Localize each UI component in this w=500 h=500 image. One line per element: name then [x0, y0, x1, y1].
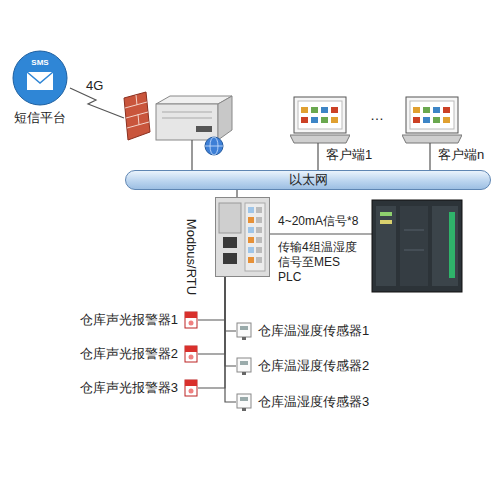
sensor-icon — [236, 322, 252, 340]
sensor-icon — [236, 357, 252, 375]
bus-label: Modbus/RTU — [183, 219, 199, 295]
bus-wire — [198, 277, 225, 388]
alarm-icon — [184, 311, 198, 329]
client-label: 客户端n — [438, 147, 484, 163]
server-wire — [191, 140, 192, 171]
sensor-device: 仓库温湿度传感器1 — [236, 321, 369, 341]
annotation-label: 4G — [86, 78, 103, 94]
sensor-device: 仓库温湿度传感器2 — [236, 356, 369, 376]
annotation-label: 4~20mA信号*8 — [278, 214, 358, 229]
alarm-device: 仓库声光报警器2 — [80, 344, 198, 364]
bus-wire — [225, 277, 236, 366]
bus-wire — [236, 190, 237, 197]
annotation-label: … — [370, 106, 384, 124]
bus-wire — [225, 277, 236, 331]
controller-icon — [215, 197, 270, 277]
plc-symbol — [372, 200, 462, 292]
platform-label: 短信平台 — [14, 110, 66, 126]
alarm-icon — [184, 379, 198, 397]
alarm-device: 仓库声光报警器1 — [80, 310, 198, 330]
sensor-device: 仓库温湿度传感器3 — [236, 392, 369, 412]
signal-wire — [270, 233, 372, 234]
annotation-label: SMS — [31, 58, 48, 68]
sensor-label: 仓库温湿度传感器2 — [258, 358, 369, 374]
client-label: 客户端1 — [326, 147, 372, 163]
globe-symbol — [205, 137, 223, 155]
sensor-label: 仓库温湿度传感器3 — [258, 394, 369, 410]
bus-wire — [317, 163, 318, 170]
client-laptop: 客户端n — [402, 95, 486, 163]
ethernet-band: 以太网 — [125, 170, 491, 190]
network-label: 以太网 — [289, 172, 328, 188]
alarm-label: 仓库声光报警器3 — [80, 380, 178, 396]
bus-wire — [198, 277, 225, 320]
bus-wire — [225, 277, 236, 402]
firewall-symbol — [124, 92, 150, 140]
alarm-device: 仓库声光报警器3 — [80, 378, 198, 398]
alarm-icon — [184, 345, 198, 363]
sensor-label: 仓库温湿度传感器1 — [258, 323, 369, 339]
server-symbol — [156, 96, 232, 140]
io-controller: Modbus/RTU — [215, 197, 270, 277]
bus-wire — [429, 163, 430, 170]
bus-wire — [198, 277, 225, 354]
client-laptop: 客户端1 — [290, 95, 374, 163]
sensor-icon — [236, 393, 252, 411]
alarm-label: 仓库声光报警器1 — [80, 312, 178, 328]
alarm-label: 仓库声光报警器2 — [80, 346, 178, 362]
annotation-label: 传输4组温湿度信号至MES PLC — [278, 240, 366, 285]
